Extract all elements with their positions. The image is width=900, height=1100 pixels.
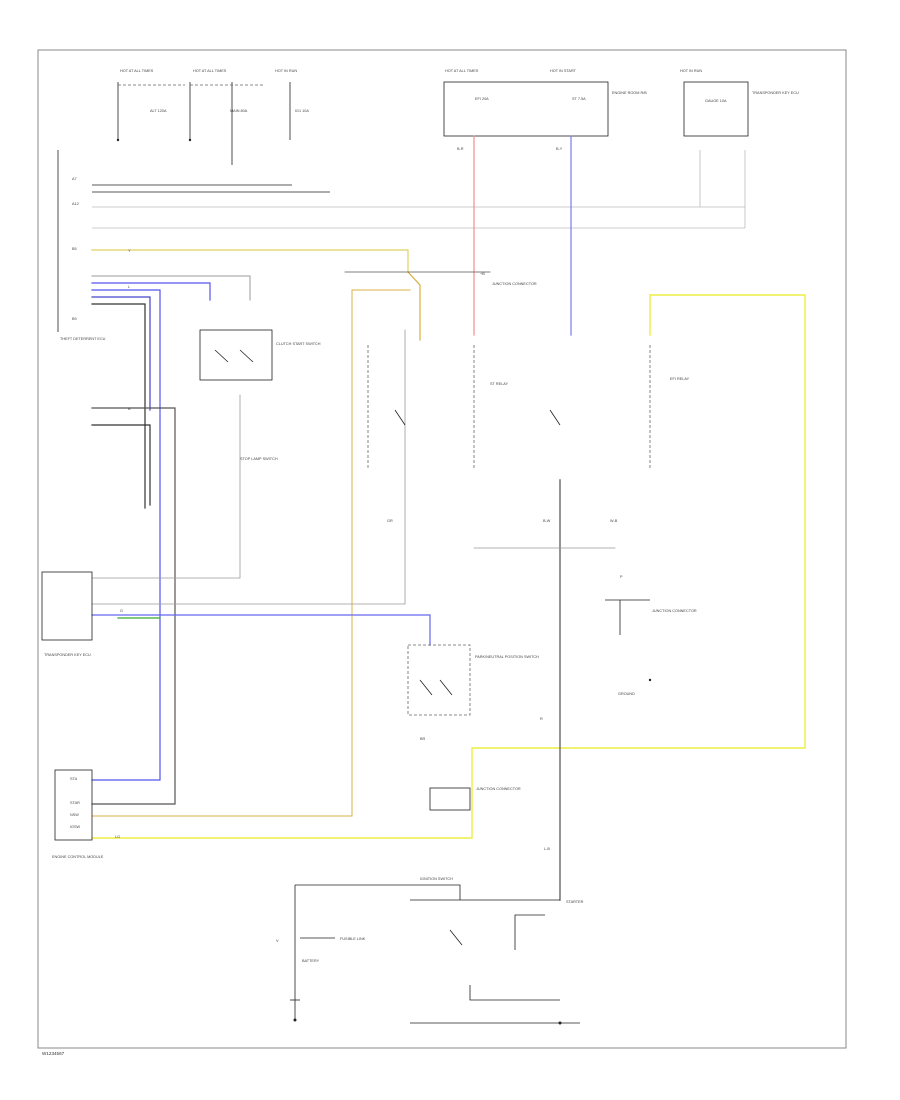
wire-blue-lower <box>91 614 431 646</box>
junction-box-lower <box>429 787 471 811</box>
park-neutral-switch: PARK/NEUTRAL POSITION SWITCH JUNCTION CO… <box>407 644 539 811</box>
ground-label: GROUND <box>618 692 635 696</box>
source-label-3: HOT IN RUN <box>275 69 297 73</box>
right-junction-label: JUNCTION CONNECTOR <box>652 609 697 613</box>
wire-black-harness-2 <box>91 275 251 301</box>
wire-black-harness-3 <box>91 407 176 805</box>
pin-label-15: +B <box>480 272 485 276</box>
wire-label-13: V <box>276 939 279 943</box>
ignition-label: IGNITION SWITCH <box>420 877 453 881</box>
st-relay-label: ST RELAY <box>490 382 508 386</box>
wire-label-8: W-B <box>610 519 618 523</box>
junction-connector-label: JUNCTION CONNECTOR <box>492 282 537 286</box>
wire-label-10: R <box>540 717 543 721</box>
source-label-6: HOT IN RUN <box>680 69 702 73</box>
source-label-1: HOT AT ALL TIMES <box>120 69 154 73</box>
wire-blue-harness-3 <box>91 296 151 411</box>
left-connectors: TRANSPONDER KEY ECU ENGINE CONTROL MODUL… <box>41 457 278 859</box>
pin-label-11: STA <box>70 777 78 781</box>
park-neutral-box <box>407 644 471 716</box>
fuse-sources: HOT AT ALL TIMES ALT 120A HOT AT ALL TIM… <box>116 69 799 165</box>
wire-blue-harness-2 <box>91 289 161 781</box>
starter-label: STARTER <box>566 900 584 904</box>
pin-label-14: IGSW <box>70 825 81 829</box>
efi-relay-label: EFI RELAY <box>670 377 690 381</box>
wire-label-11: BR <box>420 737 426 741</box>
wire-black-harness-4 <box>91 424 151 506</box>
wire-gray-left <box>91 394 241 579</box>
park-neutral-label: PARK/NEUTRAL POSITION SWITCH <box>475 655 539 659</box>
wire-label-14: LG <box>115 835 120 839</box>
wire-label-15: P <box>620 575 623 579</box>
wire-label-1: B-R <box>457 147 464 151</box>
engine-relay-box-label: ENGINE ROOM R/B <box>612 91 647 95</box>
source-label-4: HOT AT ALL TIMES <box>445 69 479 73</box>
pin-label-1: A7 <box>72 177 77 181</box>
stop-lamp-label: STOP LAMP SWITCH <box>240 457 278 461</box>
source-fuse-6: GAUGE 10A <box>705 99 727 103</box>
diagram-border <box>37 49 847 1049</box>
theft-ecu-label: THEFT DETERRENT ECU <box>60 337 106 341</box>
gauge-fuse-box-label: TRANSPONDER KEY ECU <box>752 91 799 95</box>
pin-label-13: NSW <box>70 813 79 817</box>
source-fuse-2: MAIN 80A <box>230 109 248 113</box>
source-fuse-5: ST 7.5A <box>572 97 586 101</box>
wire-label-9: G <box>120 609 123 613</box>
engine-relay-box <box>443 81 609 137</box>
pin-label-3: B5 <box>72 247 77 251</box>
ecm-label: ENGINE CONTROL MODULE <box>52 855 104 859</box>
wire-black-harness-1 <box>91 303 146 509</box>
wire-color-labels: B-R B-Y Y L B GR B-W W-B G R BR L-B V LG… <box>70 147 623 943</box>
wire-label-3: Y <box>128 249 131 253</box>
pin-label-4: B9 <box>72 317 77 321</box>
source-fuse-4: EFI 20A <box>475 97 489 101</box>
wire-orange-lower <box>91 289 411 817</box>
right-junction: JUNCTION CONNECTOR GROUND <box>605 599 697 696</box>
left-ecu-header: A7 A12 B5 B9 THEFT DETERRENT ECU <box>57 150 746 341</box>
wire-gray-mid <box>91 329 406 605</box>
wires <box>91 135 806 901</box>
pin-label-2: A12 <box>72 202 79 206</box>
source-label-2: HOT AT ALL TIMES <box>193 69 227 73</box>
wire-yellow-loop <box>91 294 806 839</box>
clutch-switch-label: CLUTCH START SWITCH <box>276 342 321 346</box>
pin-label-12: STAR <box>70 801 80 805</box>
clutch-switch-box <box>199 329 273 381</box>
wire-label-2: B-Y <box>556 147 563 151</box>
transponder-connector <box>41 571 93 641</box>
junction-lower-label: JUNCTION CONNECTOR <box>476 787 521 791</box>
source-fuse-1: ALT 120A <box>150 109 167 113</box>
source-fuse-3: IG1 10A <box>295 109 309 113</box>
transponder-label: TRANSPONDER KEY ECU <box>44 653 91 657</box>
starter-section: STARTER IGNITION SWITCH BATTERY FUSIBLE … <box>290 877 584 1025</box>
wire-label-4: L <box>128 285 130 289</box>
fusible-link-label: FUSIBLE LINK <box>340 937 366 941</box>
battery-label: BATTERY <box>302 959 320 963</box>
gauge-fuse-box <box>683 81 749 137</box>
wire-label-6: GR <box>387 519 393 523</box>
relays: CLUTCH START SWITCH ST RELAY EFI RELAY J… <box>199 282 690 470</box>
wire-yellow-header <box>91 249 409 273</box>
ecm-connector <box>54 769 93 841</box>
wire-orange-upper <box>407 271 421 341</box>
source-label-5: HOT IN START <box>550 69 577 73</box>
wire-blue-harness-1 <box>91 282 211 301</box>
wire-label-5: B <box>128 407 131 411</box>
wire-label-7: B-W <box>543 519 551 523</box>
page-code: W1234567 <box>42 1051 65 1056</box>
wire-label-12: L-B <box>544 847 550 851</box>
